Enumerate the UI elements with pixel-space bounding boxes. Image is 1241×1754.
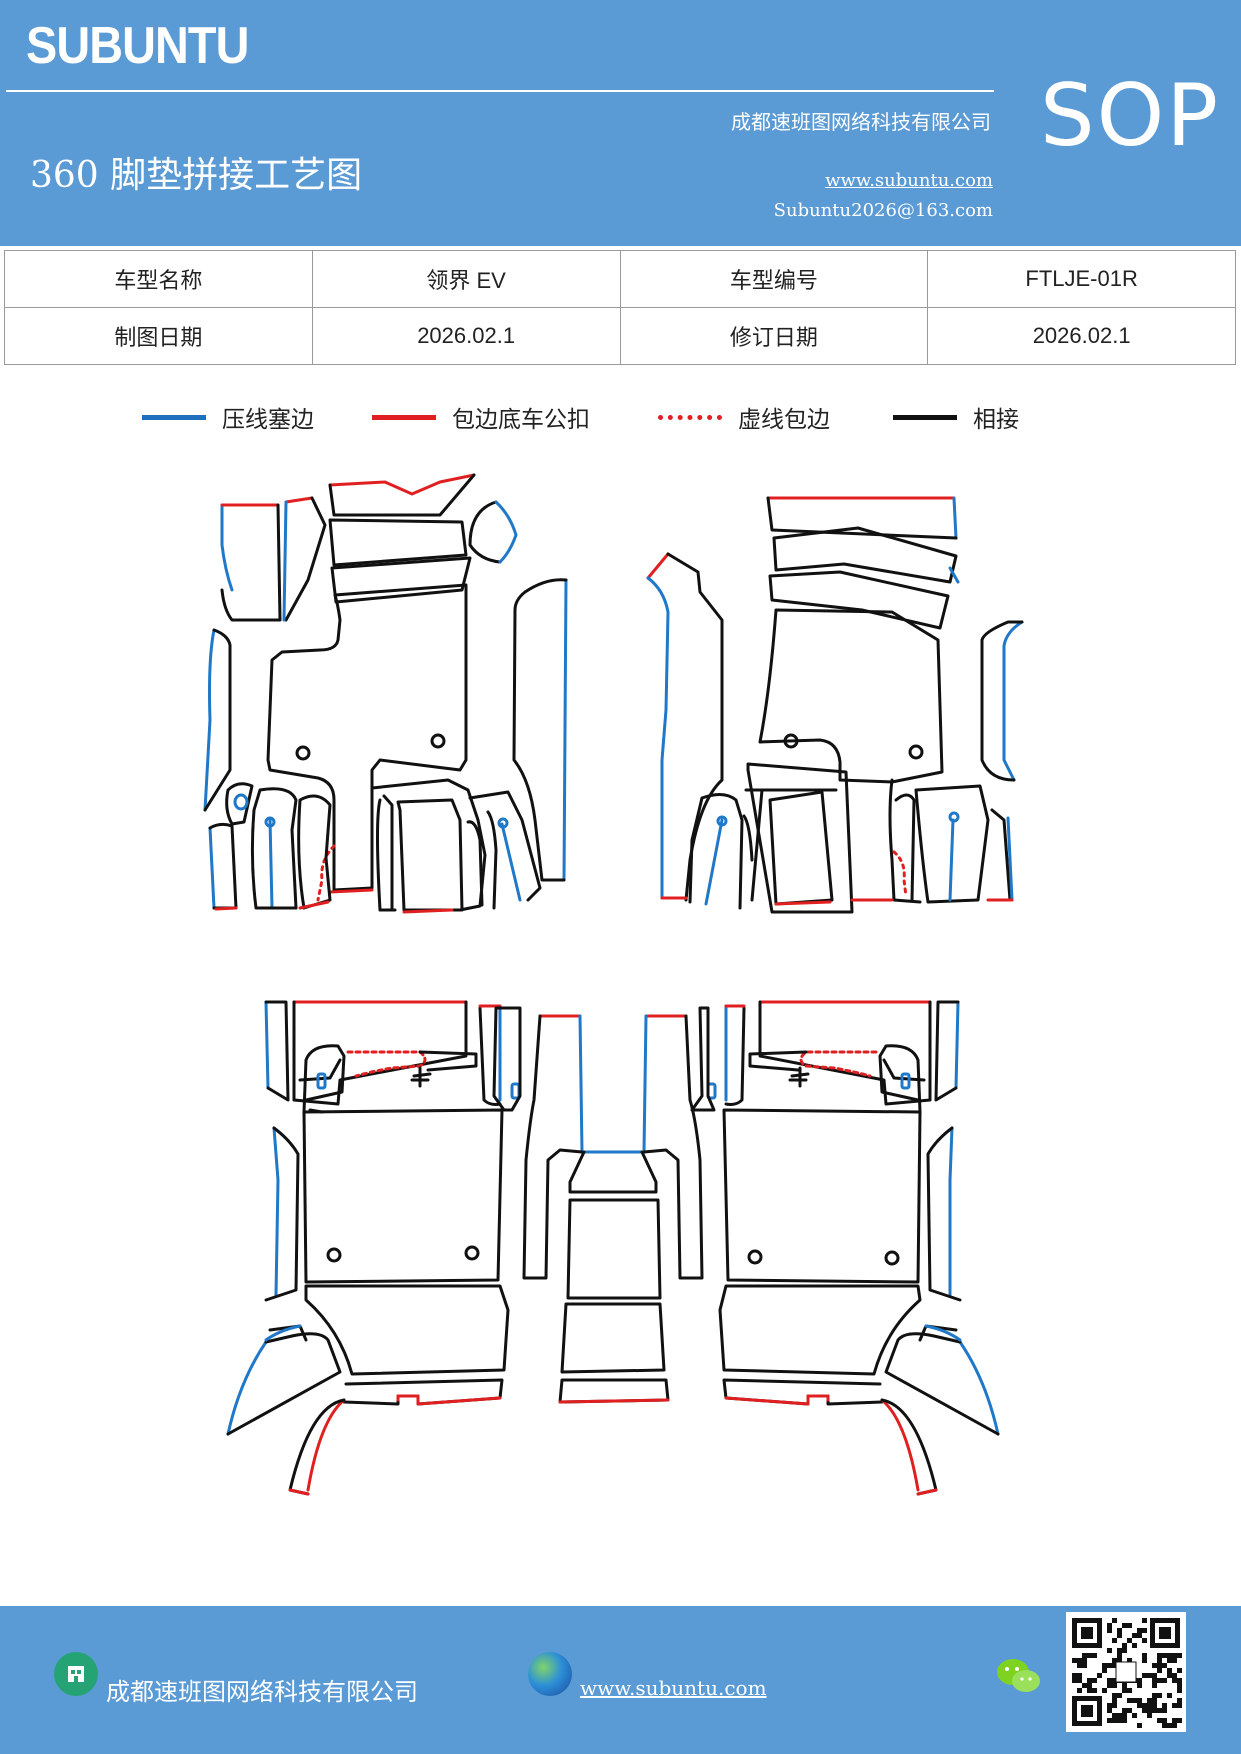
rear-left-mat [226,1000,522,1496]
front-left-mat [203,473,568,914]
sop-badge: SOP [1040,66,1221,166]
legend-label: 包边底车公扣 [452,407,590,433]
legend-label: 虚线包边 [738,407,830,433]
rear-right-mat [690,1000,1000,1496]
rear-center-mat [522,1014,704,1404]
legend-item-press-line: 压线塞边 [142,400,314,434]
model-name-label: 车型名称 [4,250,313,308]
draw-date-value: 2026.02.1 [311,307,621,365]
website-link[interactable]: www.subuntu.com [825,170,993,191]
header: SUBUNTU 成都速班图网络科技有限公司 360 脚垫拼接工艺图 www.su… [0,0,1241,246]
table-row: 车型名称 领界 EV 车型编号 FTLJE-01R [4,250,1236,308]
globe-icon [528,1652,572,1696]
qr-code [1066,1612,1186,1732]
email-address: Subuntu2026@163.com [773,200,993,221]
building-icon [54,1652,98,1696]
legend-item-joint: 相接 [893,400,1019,434]
model-code-value: FTLJE-01R [927,250,1236,308]
legend-item-dotted-edge: 虚线包边 [658,400,830,434]
footer-website-link[interactable]: www.subuntu.com [580,1676,767,1700]
revise-date-label: 修订日期 [619,307,929,365]
footer: 成都速班图网络科技有限公司 www.subuntu.com [0,1606,1241,1754]
legend-label: 压线塞边 [222,407,314,433]
model-code-label: 车型编号 [619,250,929,308]
model-name-value: 领界 EV [311,250,621,308]
draw-date-label: 制图日期 [4,307,313,365]
wechat-icon[interactable] [994,1654,1044,1698]
floor-mat-diagram [203,473,1024,1496]
company-name: 成都速班图网络科技有限公司 [731,110,991,134]
legend-item-wrap-edge: 包边底车公扣 [372,400,590,434]
legend-swatch-red [372,414,436,420]
legend-swatch-red-dotted [658,414,722,420]
info-table: 车型名称 领界 EV 车型编号 FTLJE-01R 制图日期 2026.02.1… [4,250,1236,365]
legend: 压线塞边 包边底车公扣 虚线包边 相接 [0,400,1241,440]
brand-logo: SUBUNTU [26,17,249,75]
front-right-mat [646,496,1024,914]
header-divider [6,90,994,92]
legend-label: 相接 [973,407,1019,433]
table-row: 制图日期 2026.02.1 修订日期 2026.02.1 [4,307,1236,365]
document-title: 360 脚垫拼接工艺图 [30,155,363,196]
legend-swatch-blue [142,414,206,420]
revise-date-value: 2026.02.1 [927,307,1236,365]
footer-company-name: 成都速班图网络科技有限公司 [106,1678,418,1706]
legend-swatch-black [893,414,957,420]
